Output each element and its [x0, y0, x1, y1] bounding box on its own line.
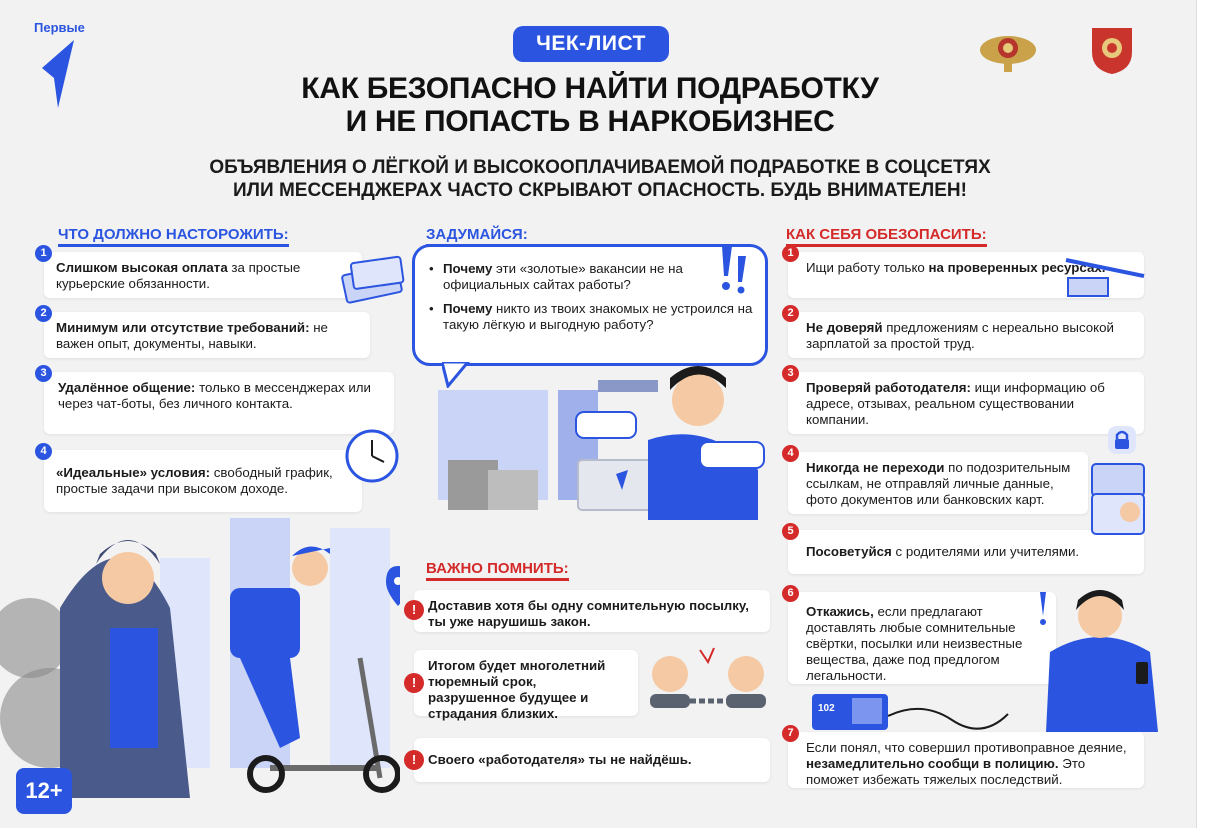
exclamation-icon [722, 246, 746, 294]
safety-7-bold: незамедлительно сообщи в полицию. [806, 756, 1059, 771]
subtitle-line-2: ИЛИ МЕССЕНДЖЕРАХ ЧАСТО СКРЫВАЮТ ОПАСНОСТ… [233, 180, 967, 201]
alert-icon: ! [404, 600, 424, 620]
remember-2-text: Итогом будет многолетний тюремный срок, … [428, 658, 606, 721]
warning-card-4: «Идеальные» условия: свободный график, п… [44, 450, 362, 512]
mvd-emblem-icon [980, 36, 1036, 72]
warning-3-text: только в мессенджерах или через чат-боты… [58, 380, 371, 411]
remember-heading: ВАЖНО ПОМНИТЬ: [426, 560, 569, 581]
safety-2-text: предложениям с нереально высокой зарплат… [806, 320, 1114, 351]
step-number: 2 [782, 305, 799, 322]
safety-7-post: Это поможет избежать тяжелых последствий… [806, 756, 1086, 787]
step-number: 5 [782, 523, 799, 540]
think-item-1: Почему эти «золотые» вакансии не на офиц… [429, 261, 753, 293]
warning-4-text: свободный график, простые задачи при выс… [56, 465, 333, 496]
safety-6-text: если предлагают доставлять любые сомните… [806, 604, 1023, 683]
safety-4-bold: Никогда не переходи [806, 460, 945, 475]
bubble-tail-icon [442, 362, 470, 388]
arrow-logo-icon [42, 40, 74, 108]
safety-card-7: Если понял, что совершил противоправное … [788, 732, 1144, 788]
step-number: 3 [35, 365, 52, 382]
warning-3-bold: Удалённое общение: [58, 380, 196, 395]
phone-number-label: 102 [818, 703, 835, 714]
think-1-text: эти «золотые» вакансии не на официальных… [443, 261, 683, 292]
safety-5-bold: Посоветуйся [806, 544, 892, 559]
safety-3-text: ищи информацию об адресе, отзывах, реаль… [806, 380, 1105, 427]
brand-name: Первые [34, 20, 85, 35]
safety-card-3: Проверяй работодателя: ищи информацию об… [788, 372, 1144, 434]
remember-1-text: Доставив хотя бы одну сомнительную посыл… [428, 598, 750, 629]
safety-1-pre: Ищи работу только [806, 260, 929, 275]
safety-card-5: Посоветуйся с родителями или учителями. [788, 530, 1144, 574]
safety-card-2: Не доверяй предложениям с нереально высо… [788, 312, 1144, 358]
warning-card-2: Минимум или отсутствие требований: не ва… [44, 312, 370, 358]
pen-icon [1065, 258, 1145, 297]
lock-icon [1108, 426, 1136, 454]
alert-icon: ! [404, 673, 424, 693]
think-2-text: никто из твоих знакомых не устроился на … [443, 301, 753, 332]
id-card-icon [1091, 463, 1145, 535]
page-edge [1196, 0, 1207, 828]
handcuffs-icon [650, 647, 766, 708]
think-1-bold: Почему [443, 261, 493, 276]
workspace-illustration-icon [438, 366, 765, 520]
step-number: 3 [782, 365, 799, 382]
safety-card-6: Откажись, если предлагают доставлять люб… [788, 592, 1056, 684]
clock-icon [345, 429, 399, 483]
page-subtitle: ОБЪЯВЛЕНИЯ О ЛЁГКОЙ И ВЫСОКООПЛАЧИВАЕМОЙ… [140, 156, 1060, 202]
remember-card-3: Своего «работодателя» ты не найдёшь. [414, 738, 770, 782]
alert-icon: ! [404, 750, 424, 770]
ministry-emblem-icon [1092, 28, 1132, 74]
age-rating-badge: 12+ [16, 768, 72, 814]
warning-1-text: за простые курьерские обязанности. [56, 260, 301, 291]
checklist-badge: ЧЕК-ЛИСТ [513, 26, 669, 62]
phone-icon [812, 694, 1009, 730]
warning-card-3: Удалённое общение: только в мессенджерах… [44, 372, 394, 434]
think-bubble: Почему эти «золотые» вакансии не на офиц… [412, 244, 768, 366]
step-number: 2 [35, 305, 52, 322]
step-number: 4 [782, 445, 799, 462]
think-2-bold: Почему [443, 301, 493, 316]
subtitle-line-1: ОБЪЯВЛЕНИЯ О ЛЁГКОЙ И ВЫСОКООПЛАЧИВАЕМОЙ… [209, 157, 991, 178]
safety-3-bold: Проверяй работодателя: [806, 380, 971, 395]
safety-card-1: Ищи работу только на проверенных ресурса… [788, 252, 1144, 298]
warning-4-bold: «Идеальные» условия: [56, 465, 211, 480]
brand-logo: Первые [34, 20, 94, 120]
remember-3-text: Своего «работодателя» ты не найдёшь. [428, 752, 692, 767]
step-number: 1 [782, 245, 799, 262]
safety-card-4: Никогда не переходи по подозрительным сс… [788, 452, 1088, 514]
safety-2-bold: Не доверяй [806, 320, 883, 335]
step-number: 7 [782, 725, 799, 742]
safety-6-bold: Откажись, [806, 604, 874, 619]
title-line-1: КАК БЕЗОПАСНО НАЙТИ ПОДРАБОТКУ [301, 72, 879, 105]
woman-on-phone-illustration-icon [1040, 590, 1158, 732]
remember-card-1: Доставив хотя бы одну сомнительную посыл… [414, 590, 770, 632]
warning-2-bold: Минимум или отсутствие требований: [56, 320, 310, 335]
think-item-2: Почему никто из твоих знакомых не устрои… [429, 301, 753, 333]
title-line-2: И НЕ ПОПАСТЬ В НАРКОБИЗНЕС [345, 105, 835, 138]
safety-4-text: по подозрительным ссылкам, не отправляй … [806, 460, 1071, 507]
warning-2-text: не важен опыт, документы, навыки. [56, 320, 328, 351]
left-heading: ЧТО ДОЛЖНО НАСТОРОЖИТЬ: [58, 226, 289, 247]
step-number: 4 [35, 443, 52, 460]
safety-5-text: с родителями или учителями. [891, 544, 1080, 559]
courier-illustration-icon [0, 518, 400, 798]
step-number: 1 [35, 245, 52, 262]
safety-1-bold: на проверенных ресурсах. [928, 260, 1106, 275]
step-number: 6 [782, 585, 799, 602]
warning-1-bold: Слишком высокая оплата [56, 260, 228, 275]
safety-7-pre: Если понял, что совершил противоправное … [806, 740, 1127, 755]
money-icon [341, 255, 405, 304]
page-title: КАК БЕЗОПАСНО НАЙТИ ПОДРАБОТКУ И НЕ ПОПА… [230, 72, 950, 138]
warning-card-1: Слишком высокая оплата за простые курьер… [44, 252, 362, 298]
remember-card-2: Итогом будет многолетний тюремный срок, … [414, 650, 638, 721]
right-heading: КАК СЕБЯ ОБЕЗОПАСИТЬ: [786, 226, 987, 247]
